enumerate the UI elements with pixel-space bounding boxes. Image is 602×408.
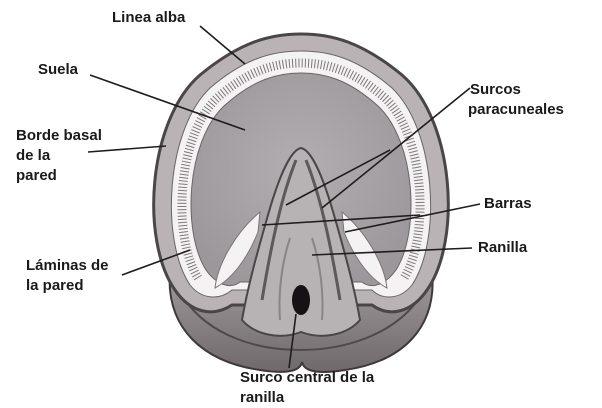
label-surco-central-line2: ranilla — [240, 389, 285, 406]
central-sulcus — [292, 285, 310, 315]
label-borde-basal-line1: Borde basal — [16, 127, 102, 144]
label-ranilla: Ranilla — [478, 239, 528, 256]
label-borde-basal-line3: pared — [16, 167, 57, 184]
label-linea-alba: Linea alba — [112, 9, 186, 26]
label-suela: Suela — [38, 61, 79, 78]
label-surcos-line2: paracuneales — [468, 101, 564, 118]
label-surcos-line1: Surcos — [470, 81, 521, 98]
label-borde-basal-line2: de la — [16, 147, 51, 164]
label-laminas-line1: Láminas de — [26, 257, 109, 274]
leader-borde-basal — [88, 146, 166, 152]
label-barras: Barras — [484, 195, 532, 212]
label-surco-central-line1: Surco central de la — [240, 369, 375, 386]
label-laminas-line2: la pared — [26, 277, 84, 294]
